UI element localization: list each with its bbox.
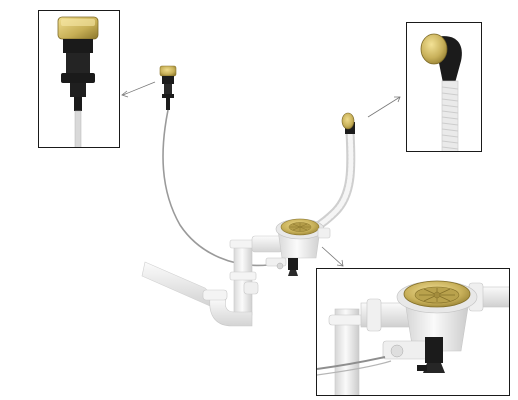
strainer-assembly xyxy=(251,218,331,259)
overflow-head-enlarged xyxy=(420,33,462,151)
push-button xyxy=(159,65,177,110)
strainer-basket-detail xyxy=(316,268,510,396)
callout-leaders xyxy=(121,81,401,267)
strainer-enlarged xyxy=(317,280,509,395)
push-button-enlarged xyxy=(57,16,99,147)
overflow-head xyxy=(341,112,355,134)
overflow-head-detail xyxy=(406,22,482,152)
flexible-hose xyxy=(441,80,459,151)
push-button-detail xyxy=(38,10,120,148)
lever-mechanism xyxy=(265,257,298,276)
siphon-trap xyxy=(202,239,259,327)
